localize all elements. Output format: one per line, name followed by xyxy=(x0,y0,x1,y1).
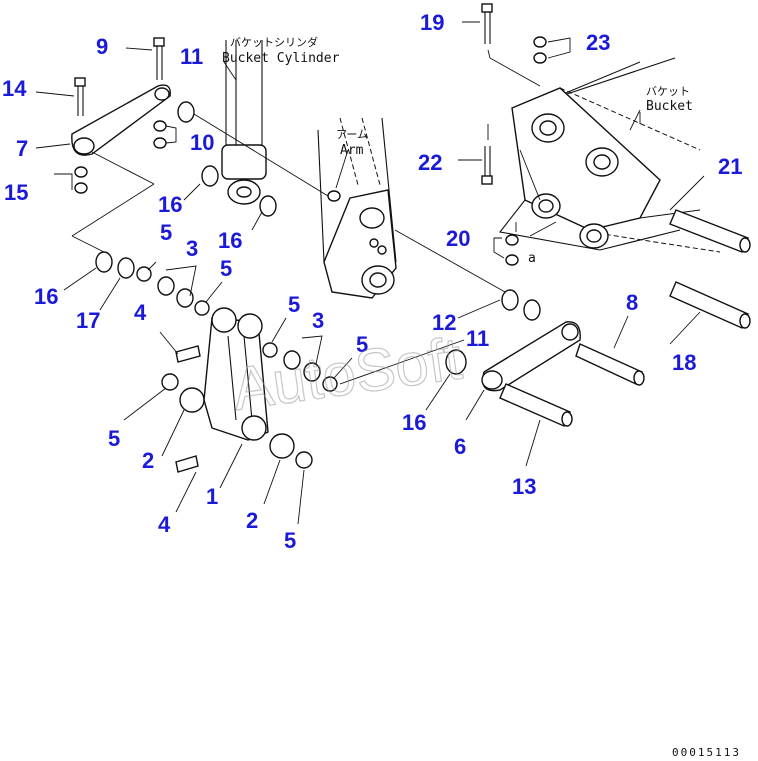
watermark: AutoSoft xyxy=(228,324,466,422)
arm-label-jp: アーム xyxy=(336,128,368,141)
bucket-cylinder xyxy=(221,40,267,205)
washers-upper xyxy=(95,101,329,279)
callout-22: 22 xyxy=(418,150,442,175)
callout-11-upper: 11 xyxy=(180,44,203,69)
link-1 xyxy=(203,307,269,441)
grease-fittings-4 xyxy=(175,345,201,473)
callout-5-b: 5 xyxy=(220,256,232,281)
callout-6: 6 xyxy=(454,434,466,459)
callout-5-e: 5 xyxy=(108,426,120,451)
document-number: 00015113 xyxy=(672,746,741,759)
callout-23: 23 xyxy=(586,30,610,55)
callout-13: 13 xyxy=(512,474,536,499)
callout-2-a: 2 xyxy=(142,448,154,473)
callout-20: 20 xyxy=(446,226,470,251)
arm xyxy=(317,117,506,299)
nuts-20 xyxy=(505,222,519,266)
callout-5-d: 5 xyxy=(356,332,368,357)
callout-17: 17 xyxy=(76,308,100,333)
callout-15: 15 xyxy=(4,180,28,205)
callout-7: 7 xyxy=(16,136,28,161)
bucket-cylinder-label-en: Bucket Cylinder xyxy=(222,51,340,66)
bushings-and-seals xyxy=(136,266,338,469)
callout-2-b: 2 xyxy=(246,508,258,533)
callout-16-b: 16 xyxy=(218,228,242,253)
bucket-label-en: Bucket xyxy=(646,99,693,114)
bolt-9 xyxy=(153,37,165,80)
callout-11-lower: 11 xyxy=(466,326,489,351)
pin-13 xyxy=(499,383,573,427)
callout-12: 12 xyxy=(432,310,456,335)
callout-21: 21 xyxy=(718,154,742,179)
bolt-22 xyxy=(481,124,493,185)
pin-18 xyxy=(669,281,751,329)
callout-19: 19 xyxy=(420,10,444,35)
leader-lines xyxy=(35,21,705,525)
view-a-label: a xyxy=(528,251,536,266)
callout-5-c: 5 xyxy=(288,292,300,317)
bucket-label-jp: バケット xyxy=(646,85,690,98)
bucket xyxy=(499,57,721,253)
callout-5-f: 5 xyxy=(284,528,296,553)
callout-16-a: 16 xyxy=(158,192,182,217)
callout-1: 1 xyxy=(206,484,218,509)
pin-8 xyxy=(575,343,645,386)
callout-16-c: 16 xyxy=(34,284,58,309)
callout-18: 18 xyxy=(672,350,696,375)
callout-3-a: 3 xyxy=(186,236,198,261)
nuts-15 xyxy=(74,166,88,194)
nuts-23 xyxy=(533,36,547,64)
callout-4-a: 4 xyxy=(134,300,147,325)
callout-3-b: 3 xyxy=(312,308,324,333)
callout-14: 14 xyxy=(2,76,27,101)
callout-8: 8 xyxy=(626,290,638,315)
link-6 xyxy=(339,289,581,392)
pin-21 xyxy=(669,209,751,253)
callout-9: 9 xyxy=(96,34,108,59)
nuts-10 xyxy=(153,120,167,149)
arm-label-en: Arm xyxy=(340,143,364,158)
callout-4-b: 4 xyxy=(158,512,171,537)
callout-16-d: 16 xyxy=(402,410,426,435)
link-7 xyxy=(71,84,171,253)
bolt-19 xyxy=(481,3,541,87)
callout-10: 10 xyxy=(190,130,214,155)
bolt-14 xyxy=(74,77,86,116)
callout-5-a: 5 xyxy=(160,220,172,245)
bucket-cylinder-label-jp: バケットシリンダ xyxy=(230,35,318,49)
